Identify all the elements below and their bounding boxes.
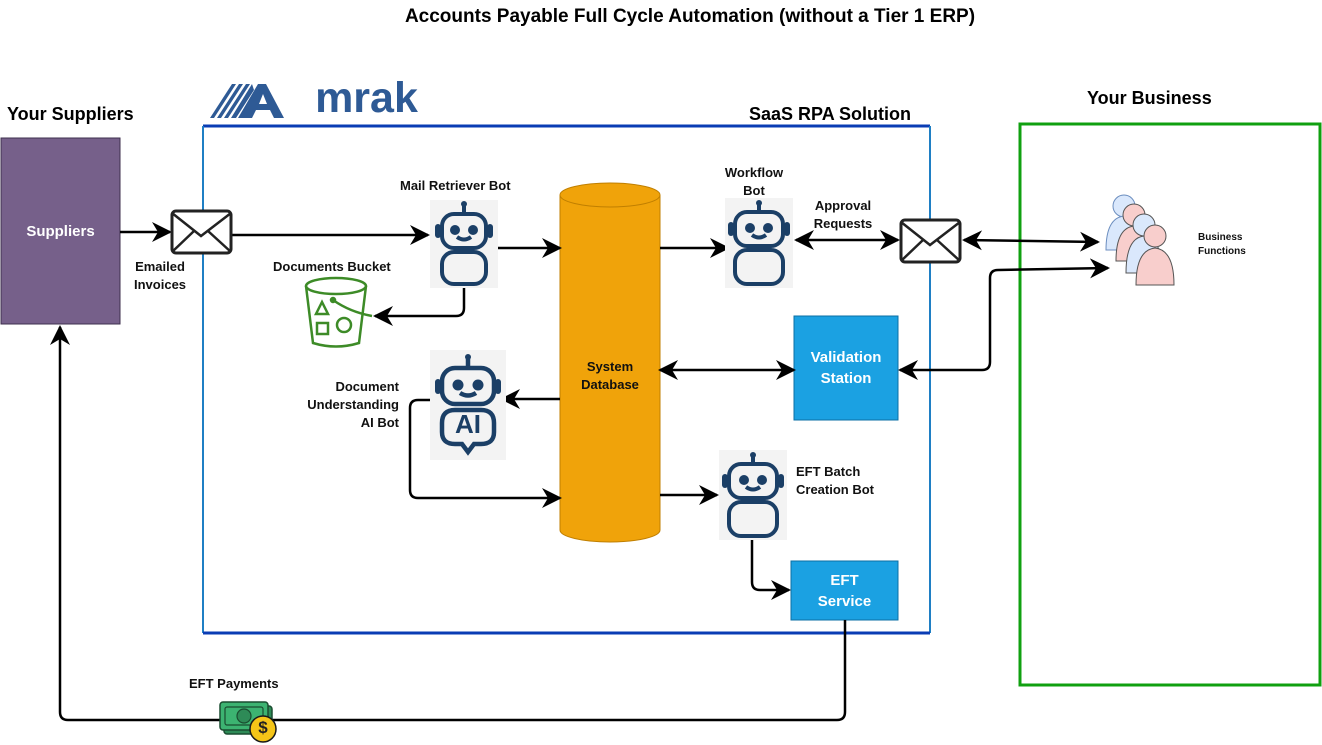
approval-requests-label: Approval Requests xyxy=(806,197,880,233)
eft-service-line-2: Service xyxy=(817,592,872,610)
emailed-invoices-label: Emailed Invoices xyxy=(134,258,186,294)
eft-service-line-1: EFT xyxy=(830,571,859,589)
doc-bot-line-3: AI Bot xyxy=(360,415,399,430)
mail-retriever-robot-icon[interactable] xyxy=(430,200,498,288)
suppliers-label: Suppliers xyxy=(26,222,95,240)
connector-retriever-to-bucket xyxy=(373,288,466,326)
diagram-title: Accounts Payable Full Cycle Automation (… xyxy=(404,6,976,27)
approval-requests-line-2: Requests xyxy=(813,216,873,231)
eft-batch-line-1: EFT Batch xyxy=(796,464,861,479)
business-heading: Your Business xyxy=(1087,88,1212,108)
ai-robot-icon[interactable] xyxy=(430,350,506,460)
connector-payments-to-suppliers xyxy=(50,325,847,722)
system-database-line-2: Database xyxy=(581,377,639,392)
documents-bucket-icon xyxy=(304,276,373,348)
mail-retriever-bot-label: Mail Retriever Bot xyxy=(400,178,511,193)
eft-batch-line-2: Creation Bot xyxy=(796,482,874,497)
system-database-label: System Database xyxy=(560,358,660,394)
business-functions-people-icon[interactable] xyxy=(1105,194,1175,286)
envelope-icon xyxy=(170,209,233,255)
workflow-bot-line-2: Bot xyxy=(743,183,765,198)
eft-batch-robot-icon[interactable] xyxy=(719,450,787,540)
documents-bucket-label: Documents Bucket xyxy=(273,259,391,274)
eft-batch-bot-label: EFT Batch Creation Bot xyxy=(796,463,874,499)
business-functions-line-2: Functions xyxy=(1198,246,1246,257)
connector-eft-bot-to-service xyxy=(750,538,791,600)
emailed-invoices-line-1: Emailed xyxy=(135,259,185,274)
validation-station-label: Validation Station xyxy=(794,316,898,420)
document-understanding-bot-label: Document Understanding AI Bot xyxy=(280,378,399,432)
amrak-logo-text: Amrak xyxy=(284,74,418,122)
system-database-line-1: System xyxy=(586,359,634,374)
approval-requests-line-1: Approval xyxy=(814,198,872,213)
saas-heading: SaaS RPA Solution xyxy=(749,104,912,124)
workflow-bot-line-1: Workflow xyxy=(724,165,784,180)
connector-ai-bot-to-db xyxy=(408,398,562,508)
validation-station-box[interactable] xyxy=(793,315,899,421)
validation-station-line-1: Validation xyxy=(810,349,882,366)
business-functions-label: Business Functions xyxy=(1198,231,1246,259)
validation-station-line-2: Station xyxy=(820,370,872,387)
system-database-cylinder[interactable] xyxy=(559,182,661,543)
eft-payments-label: EFT Payments xyxy=(189,676,279,691)
suppliers-box[interactable] xyxy=(0,137,121,325)
connector-approval-business xyxy=(962,230,1100,252)
money-icon xyxy=(219,701,277,743)
workflow-robot-icon[interactable] xyxy=(725,198,793,288)
emailed-invoices-line-2: Invoices xyxy=(134,277,187,292)
amrak-logo-stripes-icon xyxy=(210,84,284,118)
doc-bot-line-2: Understanding xyxy=(307,397,399,412)
eft-service-box[interactable] xyxy=(790,560,899,621)
envelope-approval-icon xyxy=(899,218,962,264)
amrak-logo: Amrak xyxy=(210,74,418,122)
business-container xyxy=(1018,122,1322,687)
ai-badge-label: AI xyxy=(455,409,481,439)
connector-validation-business xyxy=(898,258,1110,380)
dollar-icon: $ xyxy=(258,718,268,737)
doc-bot-line-1: Document xyxy=(335,379,399,394)
eft-service-label: EFT Service xyxy=(791,561,898,620)
suppliers-heading: Your Suppliers xyxy=(7,104,134,124)
workflow-bot-label: Workflow Bot xyxy=(712,164,796,200)
business-functions-line-1: Business xyxy=(1198,232,1243,243)
